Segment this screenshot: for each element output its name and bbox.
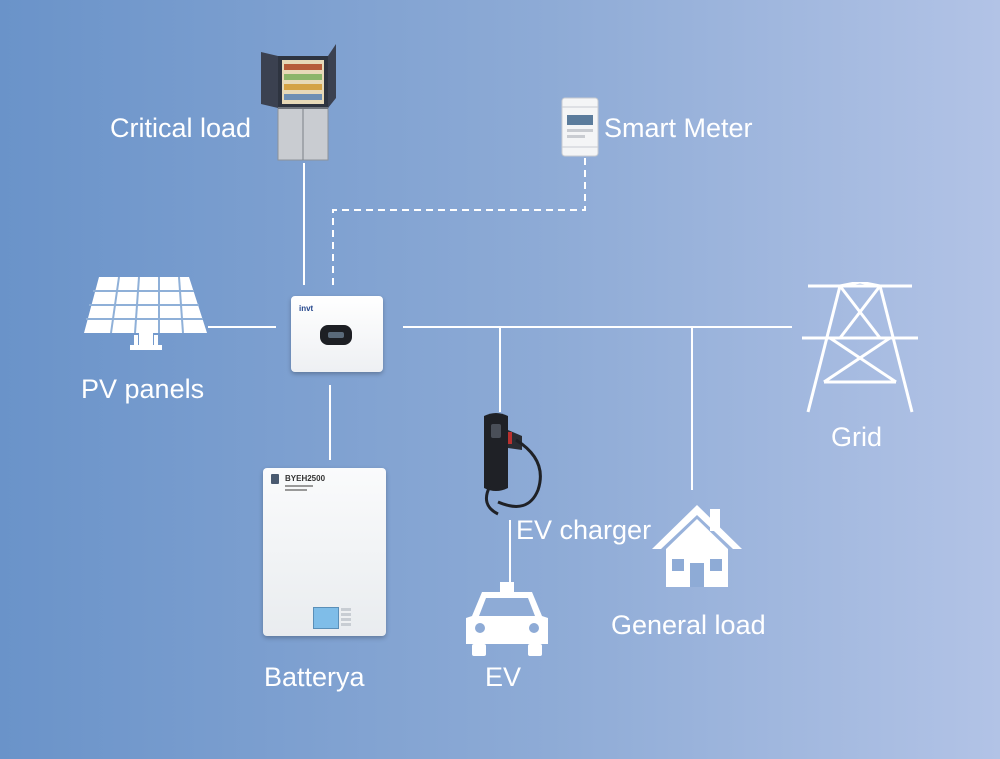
smart-meter-icon <box>561 97 599 157</box>
inverter-display <box>320 325 352 345</box>
battery-subtitle-line <box>285 489 307 491</box>
transmission-tower-icon <box>802 282 918 413</box>
inverter-icon: invt <box>291 296 383 372</box>
critical-load-label: Critical load <box>110 113 252 143</box>
pv-panels-label: PV panels <box>81 374 205 404</box>
refrigerator-icon <box>261 44 336 161</box>
general-load-label: General load <box>611 610 766 640</box>
house-icon <box>652 505 742 587</box>
ev-charger-icon <box>484 413 542 516</box>
battery-display <box>313 607 339 629</box>
car-icon <box>466 582 548 656</box>
ev-label: EV <box>485 662 522 692</box>
smart-meter-label: Smart Meter <box>604 113 753 143</box>
solar-panel-icon <box>84 276 207 350</box>
battery-label: Batterya <box>264 662 365 692</box>
grid-label: Grid <box>831 422 883 452</box>
battery-indicators <box>341 608 351 626</box>
inverter-brand: invt <box>299 304 314 313</box>
battery-logo <box>271 474 279 484</box>
battery-model: BYEH2500 <box>285 474 326 483</box>
battery-subtitle-line <box>285 485 313 487</box>
battery-icon: BYEH2500 <box>263 468 386 636</box>
ev-charger-label: EV charger <box>516 515 652 545</box>
smart-meter-dashed-line <box>332 158 586 285</box>
